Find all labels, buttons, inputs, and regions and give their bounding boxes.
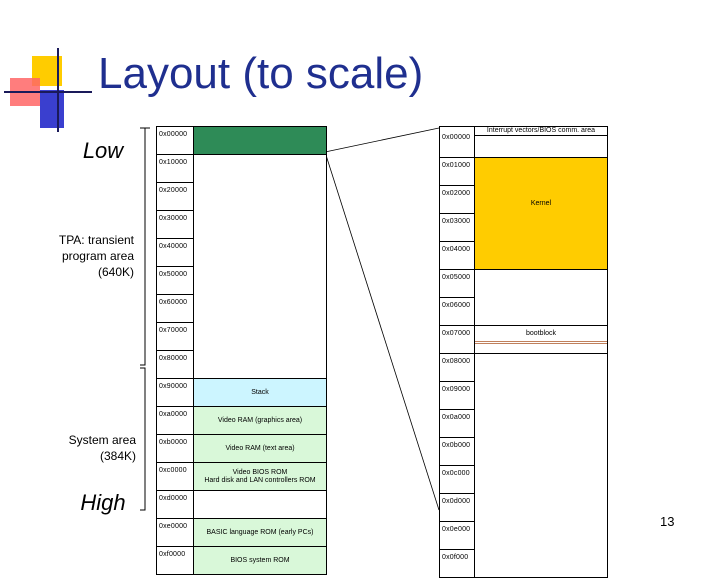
- bios-system-rom-block: BIOS system ROM: [193, 546, 327, 575]
- address-cell: 0x60000: [156, 294, 194, 323]
- video-ram-text-block: Video RAM (text area): [193, 434, 327, 463]
- address-cell: 0x0c000: [439, 465, 475, 494]
- memory-row: 0xb0000 Video RAM (text area): [156, 434, 327, 463]
- memory-row: 0x80000: [156, 350, 327, 379]
- address-cell: 0xc0000: [156, 462, 194, 491]
- memory-row: 0x0a000: [439, 409, 608, 438]
- empty-block: [474, 269, 608, 326]
- system-bracket: [140, 367, 146, 511]
- memory-row: 0x0b000: [439, 437, 608, 466]
- bootblock-label: bootblock: [526, 330, 556, 337]
- interrupt-vectors-block: Interrupt vectors/BIOS comm. area: [474, 126, 608, 158]
- address-cell: 0x0e000: [439, 521, 475, 550]
- address-cell: 0x20000: [156, 182, 194, 211]
- high-label: High: [80, 490, 126, 515]
- memory-row: 0x00000 Interrupt vectors/BIOS comm. are…: [439, 126, 608, 158]
- memory-row: 0x07000 bootblock: [439, 325, 608, 354]
- address-cell: 0x00000: [439, 126, 475, 158]
- address-cell: 0xf0000: [156, 546, 194, 575]
- tpa-label-line3: (640K): [97, 265, 134, 279]
- address-cell: 0xa0000: [156, 406, 194, 435]
- interrupt-vectors-label: Interrupt vectors/BIOS comm. area: [475, 127, 607, 136]
- address-cell: 0x90000: [156, 378, 194, 407]
- address-cell: 0x30000: [156, 210, 194, 239]
- address-cell: 0xb0000: [156, 434, 194, 463]
- memory-row: 0x00000: [156, 126, 327, 155]
- decorative-logo: [4, 48, 92, 132]
- tpa-block: [193, 154, 327, 379]
- memory-row: 0xe0000 BASIC language ROM (early PCs): [156, 518, 327, 547]
- memory-row: 0xf0000 BIOS system ROM: [156, 546, 327, 575]
- empty-block: [193, 490, 327, 519]
- address-cell: 0x0b000: [439, 437, 475, 466]
- memory-row: 0x90000 Stack: [156, 378, 327, 407]
- address-cell: 0x02000: [439, 185, 475, 214]
- system-area-label-line2: (384K): [99, 449, 136, 463]
- video-ram-graphics-block: Video RAM (graphics area): [193, 406, 327, 435]
- memory-row: 0x10000: [156, 154, 327, 379]
- address-cell: 0x07000: [439, 325, 475, 354]
- memory-row: 0x08000: [439, 353, 608, 578]
- memory-row: 0xd0000: [156, 490, 327, 519]
- full-memory-map: 0x00000 0x10000 0x20000 0x30000 0x40000 …: [156, 126, 327, 575]
- memory-row: 0xc0000 Video BIOS ROM Hard disk and LAN…: [156, 462, 327, 491]
- memory-row: 0x05000: [439, 269, 608, 326]
- address-cell: 0x00000: [156, 126, 194, 155]
- address-cell: 0x80000: [156, 350, 194, 379]
- zoom-line-bottom: [324, 151, 440, 511]
- memory-row: 0x01000 Kernel: [439, 157, 608, 270]
- system-area-label-line1: System area: [68, 433, 136, 447]
- address-cell: 0x09000: [439, 381, 475, 410]
- address-cell: 0x08000: [439, 353, 475, 382]
- kernel-block: Kernel: [474, 157, 608, 270]
- address-cell: 0x05000: [439, 269, 475, 298]
- bootblock-block: bootblock: [474, 325, 608, 354]
- zoom-line-top: [324, 127, 440, 153]
- zoomed-memory-map: 0x00000 Interrupt vectors/BIOS comm. are…: [439, 126, 608, 578]
- tpa-label-line1: TPA: transient: [58, 233, 134, 247]
- memory-row: 0x09000: [439, 381, 608, 410]
- address-cell: 0x50000: [156, 266, 194, 295]
- address-cell: 0x06000: [439, 297, 475, 326]
- tpa-label-line2: program area: [61, 249, 134, 263]
- bracket-lines: [140, 127, 440, 511]
- address-cell: 0xe0000: [156, 518, 194, 547]
- address-cell: 0x0d000: [439, 493, 475, 522]
- slide-title: Layout (to scale): [98, 49, 424, 98]
- empty-block: [474, 353, 608, 578]
- address-cell: 0x40000: [156, 238, 194, 267]
- address-cell: 0x04000: [439, 241, 475, 270]
- basic-rom-block: BASIC language ROM (early PCs): [193, 518, 327, 547]
- memory-row: 0x50000: [156, 266, 327, 295]
- address-cell: 0xd0000: [156, 490, 194, 519]
- tpa-bracket: [140, 127, 146, 366]
- controllers-rom-label: Hard disk and LAN controllers ROM: [204, 476, 316, 484]
- video-bios-rom-label: Video BIOS ROM: [232, 468, 288, 476]
- video-bios-rom-block: Video BIOS ROM Hard disk and LAN control…: [193, 462, 327, 491]
- low-memory-block: [193, 126, 327, 155]
- system-area-label: System area (384K): [69, 432, 136, 464]
- address-cell: 0x10000: [156, 154, 194, 183]
- address-cell: 0x01000: [439, 157, 475, 186]
- low-label: Low: [82, 138, 124, 163]
- memory-row: 0x60000: [156, 294, 327, 323]
- memory-row: 0x03000: [439, 213, 608, 242]
- address-cell: 0x70000: [156, 322, 194, 351]
- stack-block: Stack: [193, 378, 327, 407]
- tpa-label: TPA: transient program area (640K): [59, 232, 134, 280]
- address-cell: 0x03000: [439, 213, 475, 242]
- memory-row: 0xa0000 Video RAM (graphics area): [156, 406, 327, 435]
- memory-row: 0x02000: [439, 185, 608, 214]
- page-number: 13: [660, 514, 675, 529]
- address-cell: 0x0f000: [439, 549, 475, 578]
- address-cell: 0x0a000: [439, 409, 475, 438]
- bootblock-marker: [475, 341, 607, 344]
